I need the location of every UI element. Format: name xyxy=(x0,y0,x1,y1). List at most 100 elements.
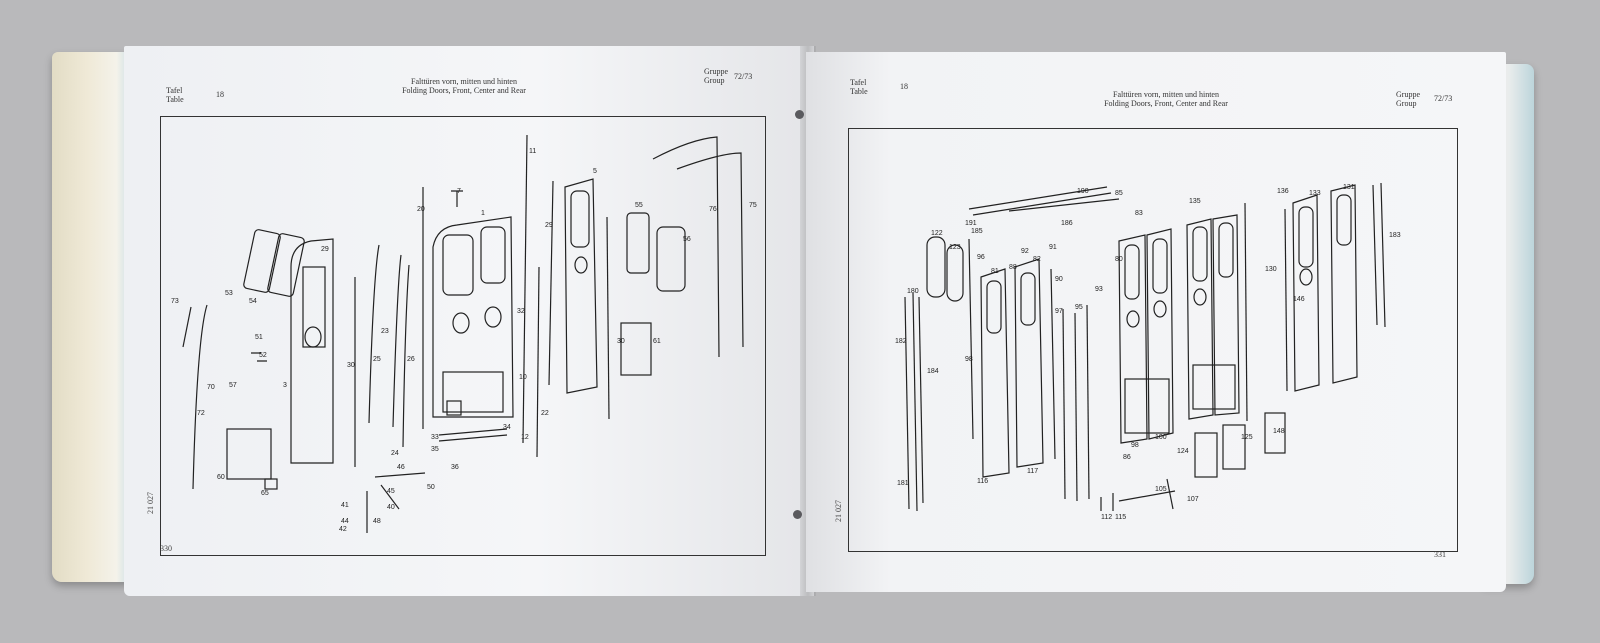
part-callout: 54 xyxy=(249,298,257,305)
part-callout: 184 xyxy=(927,368,939,375)
part-callout: 70 xyxy=(207,384,215,391)
binding-hole-top xyxy=(795,110,804,119)
part-callout: 32 xyxy=(517,308,525,315)
part-callout: 42 xyxy=(339,526,347,533)
part-callout: 33 xyxy=(431,434,439,441)
left-side-code: 21 027 xyxy=(146,492,155,514)
part-callout: 41 xyxy=(341,502,349,509)
part-callout: 180 xyxy=(907,288,919,295)
part-callout: 136 xyxy=(1277,188,1289,195)
part-callout: 60 xyxy=(217,474,225,481)
part-callout: 124 xyxy=(1177,448,1189,455)
part-callout: 52 xyxy=(259,352,267,359)
part-callout: 35 xyxy=(431,446,439,453)
part-callout: 97 xyxy=(1055,308,1063,315)
part-callout: 135 xyxy=(1189,198,1201,205)
part-callout: 36 xyxy=(451,464,459,471)
part-callout: 30 xyxy=(347,362,355,369)
part-callout: 46 xyxy=(397,464,405,471)
part-callout: 24 xyxy=(391,450,399,457)
part-callout: 44 xyxy=(341,518,349,525)
part-callout: 130 xyxy=(1265,266,1277,273)
right-title-en: Folding Doors, Front, Center and Rear xyxy=(1104,99,1228,108)
part-callout: 61 xyxy=(653,338,661,345)
part-callout: 92 xyxy=(1021,248,1029,255)
part-callout: 185 xyxy=(971,228,983,235)
part-callout: 85 xyxy=(1115,190,1123,197)
part-callout: 183 xyxy=(1389,232,1401,239)
part-callout: 7 xyxy=(457,188,461,195)
part-callout: 23 xyxy=(381,328,389,335)
part-callout: 116 xyxy=(977,478,988,485)
part-callout: 105 xyxy=(1155,486,1167,493)
part-callout: 181 xyxy=(897,480,909,487)
left-group-number: 72/73 xyxy=(734,72,753,81)
left-exploded-diagram: 1175557675201295629535473515230232625323… xyxy=(171,134,757,533)
binding-hole-bottom xyxy=(793,510,802,519)
left-tafel-label: Tafel xyxy=(166,86,183,95)
part-callout: 148 xyxy=(1273,428,1285,435)
part-callout: 96 xyxy=(977,254,985,261)
part-callout: 65 xyxy=(261,490,269,497)
part-callout: 73 xyxy=(171,298,179,305)
part-callout: 72 xyxy=(197,410,205,417)
part-callout: 53 xyxy=(225,290,233,297)
right-group-number: 72/73 xyxy=(1434,94,1453,103)
left-page-stack-edge xyxy=(52,52,138,582)
part-callout: 98 xyxy=(1131,442,1139,449)
left-table-number: 18 xyxy=(216,90,224,99)
part-callout: 25 xyxy=(373,356,381,363)
part-callout: 12 xyxy=(521,434,529,441)
part-callout: 186 xyxy=(1061,220,1073,227)
left-gruppe-label: Gruppe xyxy=(704,67,728,76)
part-callout: 80 xyxy=(1115,256,1123,263)
right-side-code: 21 027 xyxy=(834,500,843,522)
part-callout: 107 xyxy=(1187,496,1199,503)
part-callout: 55 xyxy=(635,202,643,209)
part-callout: 91 xyxy=(1049,244,1057,251)
left-group-label: Group xyxy=(704,76,725,85)
part-callout: 191 xyxy=(965,220,977,227)
part-callout: 40 xyxy=(387,504,395,511)
right-tafel-label: Tafel xyxy=(850,78,867,87)
part-callout: 20 xyxy=(417,206,425,213)
part-callout: 29 xyxy=(321,246,329,253)
right-table-label: Table xyxy=(850,87,868,96)
part-callout: 88 xyxy=(1009,264,1017,271)
part-callout: 11 xyxy=(529,148,536,155)
part-callout: 182 xyxy=(895,338,907,345)
part-callout: 115 xyxy=(1115,514,1126,521)
part-callout: 57 xyxy=(229,382,237,389)
part-callout: 76 xyxy=(709,206,717,213)
part-callout: 95 xyxy=(1075,304,1083,311)
part-callout: 75 xyxy=(749,202,757,209)
part-callout: 34 xyxy=(503,424,511,431)
part-callout: 117 xyxy=(1027,468,1038,475)
right-exploded-diagram: 1908513513613313119118518683183122123969… xyxy=(895,182,1401,521)
part-callout: 100 xyxy=(1155,434,1167,441)
right-title-de: Falttüren vorn, mitten und hinten xyxy=(1113,90,1219,99)
part-callout: 123 xyxy=(949,244,961,251)
right-page-number: 331 xyxy=(1434,550,1446,559)
part-callout: 22 xyxy=(541,410,549,417)
part-callout: 48 xyxy=(373,518,381,525)
left-table-label: Table xyxy=(166,95,184,104)
part-callout: 98 xyxy=(965,356,973,363)
part-callout: 10 xyxy=(519,374,527,381)
left-title-de: Falttüren vorn, mitten und hinten xyxy=(411,77,517,86)
part-callout: 45 xyxy=(387,488,395,495)
part-callout: 93 xyxy=(1095,286,1103,293)
part-callout: 131 xyxy=(1343,184,1355,191)
part-callout: 81 xyxy=(991,268,999,275)
part-callout: 50 xyxy=(427,484,435,491)
right-group-label: Group xyxy=(1396,99,1417,108)
part-callout: 190 xyxy=(1077,188,1089,195)
left-page-number: 330 xyxy=(160,544,172,553)
right-page: Tafel Table 18 Falttüren vorn, mitten un… xyxy=(806,52,1506,592)
part-callout: 3 xyxy=(283,382,287,389)
left-page: Tafel Table 18 Falttüren vorn, mitten un… xyxy=(124,46,814,596)
part-callout: 26 xyxy=(407,356,415,363)
part-callout: 146 xyxy=(1293,296,1305,303)
